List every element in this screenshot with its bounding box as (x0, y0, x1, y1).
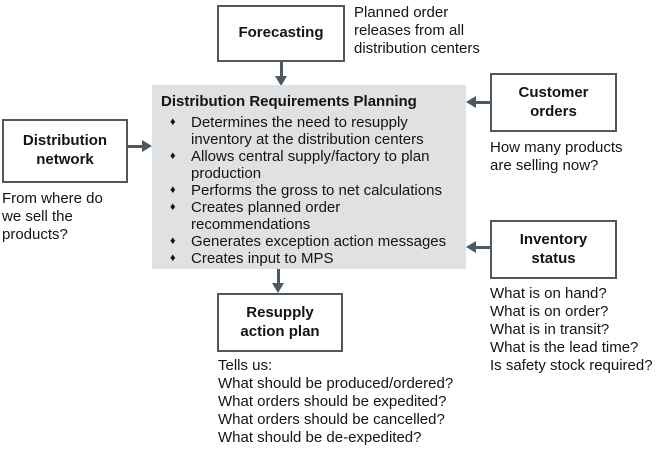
distribution-network-note: From where do we sell the products? (2, 190, 103, 243)
forecasting-label: Forecasting (238, 24, 324, 42)
arrowhead-left-icon (466, 96, 476, 108)
arrow-stem (128, 145, 144, 148)
drp-bullet-text: Creates input to MPS (191, 250, 334, 267)
customer-orders-note: How many products are selling now? (490, 139, 623, 174)
customer-orders-label: Customer orders (518, 83, 589, 120)
diamond-bullet-icon: ♦ (170, 252, 176, 264)
arrowhead-left-icon (466, 241, 476, 253)
drp-bullet-text: Determines the need to resupply inventor… (191, 114, 424, 148)
drp-bullet-item: ♦ Creates planned order recommendations (170, 199, 458, 233)
diamond-bullet-icon: ♦ (170, 201, 176, 213)
drp-bullet-item: ♦ Determines the need to resupply invent… (170, 114, 458, 148)
drp-bullet-text: Performs the gross to net calculations (191, 182, 442, 199)
inventory-status-label: Inventory status (519, 230, 588, 267)
diamond-bullet-icon: ♦ (170, 150, 176, 162)
inventory-status-note: What is on hand? What is on order? What … (490, 285, 653, 374)
drp-title: Distribution Requirements Planning (161, 93, 417, 110)
diamond-bullet-icon: ♦ (170, 235, 176, 247)
distribution-network-box: Distribution network (2, 119, 128, 183)
diamond-bullet-icon: ♦ (170, 116, 176, 128)
distribution-network-label: Distribution network (22, 132, 108, 168)
inventory-status-box: Inventory status (490, 220, 617, 279)
arrowhead-down-icon (272, 283, 284, 293)
customer-orders-box: Customer orders (490, 73, 617, 132)
drp-bullet-text: Creates planned order recommendations (191, 199, 341, 233)
drp-bullet-item: ♦ Generates exception action messages (170, 233, 458, 250)
resupply-action-plan-box: Resupply action plan (217, 293, 343, 352)
arrow-stem (277, 269, 280, 284)
arrow-stem (475, 101, 490, 104)
arrow-stem (280, 62, 283, 77)
arrowhead-right-icon (142, 140, 152, 152)
drp-bullet-item: ♦ Performs the gross to net calculations (170, 182, 458, 199)
resupply-action-plan-label: Resupply action plan (240, 303, 320, 340)
drp-bullet-item: ♦ Allows central supply/factory to plan … (170, 148, 458, 182)
drp-bullet-text: Generates exception action messages (191, 233, 447, 250)
drp-panel: Distribution Requirements Planning ♦ Det… (152, 85, 466, 269)
forecasting-box: Forecasting (217, 5, 345, 62)
arrowhead-down-icon (275, 76, 287, 86)
forecasting-note: Planned order releases from all distribu… (354, 4, 480, 57)
drp-bullet-text: Allows central supply/factory to plan pr… (191, 148, 430, 182)
drp-bullet-item: ♦ Creates input to MPS (170, 250, 458, 267)
resupply-action-plan-note: Tells us: What should be produced/ordere… (218, 357, 454, 446)
diamond-bullet-icon: ♦ (170, 184, 176, 196)
arrow-stem (475, 246, 490, 249)
